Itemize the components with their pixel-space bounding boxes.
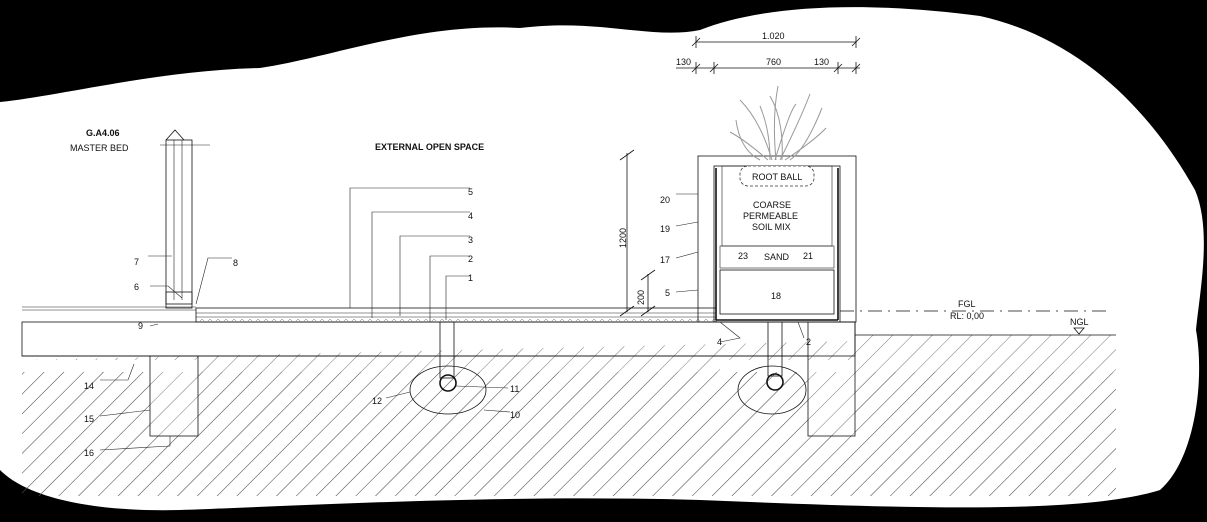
soil-label-2: PERMEABLE [743, 211, 798, 221]
dim-kerb: 200 [636, 290, 646, 305]
dim-overall: 1.020 [762, 31, 785, 41]
callout-5: 5 [468, 187, 473, 197]
callout-p20: 20 [660, 195, 670, 205]
root-ball-label: ROOT BALL [752, 172, 802, 182]
ngl-marker [1073, 327, 1085, 335]
callout-11: 11 [510, 384, 519, 394]
callout-9: 9 [138, 321, 143, 331]
downpipe-right [767, 321, 783, 377]
callout-p4: 4 [717, 337, 722, 347]
room-label: MASTER BED [70, 143, 129, 153]
dim-height: 1200 [618, 228, 628, 248]
callout-14: 14 [84, 381, 94, 391]
callout-1: 1 [468, 273, 473, 283]
soil-label-3: SOIL MIX [752, 222, 791, 232]
callout-p23: 23 [738, 251, 748, 261]
callout-p5: 5 [665, 288, 670, 298]
plant-foliage [729, 85, 827, 161]
callout-p18: 18 [771, 291, 781, 301]
callout-3: 3 [468, 235, 473, 245]
agi-pipe-left [439, 374, 457, 392]
dim-right-offset: 130 [814, 57, 829, 67]
dim-inner: 760 [766, 57, 781, 67]
gravel-pit-left [409, 365, 487, 415]
gravel-pit-right [737, 365, 807, 415]
callout-12: 12 [372, 396, 382, 406]
root-ball [739, 165, 815, 187]
callout-15: 15 [84, 414, 94, 424]
building-wall [165, 139, 193, 309]
callout-6: 6 [134, 282, 139, 292]
dimension-lines [619, 36, 861, 317]
dim-left-offset: 130 [676, 57, 691, 67]
sand-label: SAND [764, 252, 790, 262]
edge-beam-left [149, 355, 199, 437]
drainage-layer [719, 269, 835, 315]
wall-base [165, 291, 193, 305]
callout-p19: 19 [660, 224, 670, 234]
downpipe-left [439, 321, 455, 379]
drainage-cell [196, 317, 716, 321]
drawing-ref: G.A4.06 [86, 128, 120, 138]
ngl-label: NGL [1070, 317, 1089, 327]
callout-4: 4 [468, 211, 473, 221]
callout-p2: 2 [806, 337, 811, 347]
fgl-label: FGL [958, 299, 976, 309]
callout-p17: 17 [660, 255, 670, 265]
callout-16: 16 [84, 448, 94, 458]
callout-p21: 21 [803, 251, 813, 261]
soil-hatch [22, 372, 1116, 496]
rl-label: RL: 0,00 [950, 311, 984, 321]
soil-label-1: COARSE [753, 200, 791, 210]
agi-pipe-right [766, 373, 784, 391]
callout-2: 2 [468, 254, 473, 264]
callout-8: 8 [233, 258, 238, 268]
callout-7: 7 [134, 257, 139, 267]
callout-10: 10 [510, 410, 520, 420]
leader-lines [99, 187, 805, 451]
zone-title: EXTERNAL OPEN SPACE [375, 142, 484, 152]
sand-layer [719, 245, 835, 269]
